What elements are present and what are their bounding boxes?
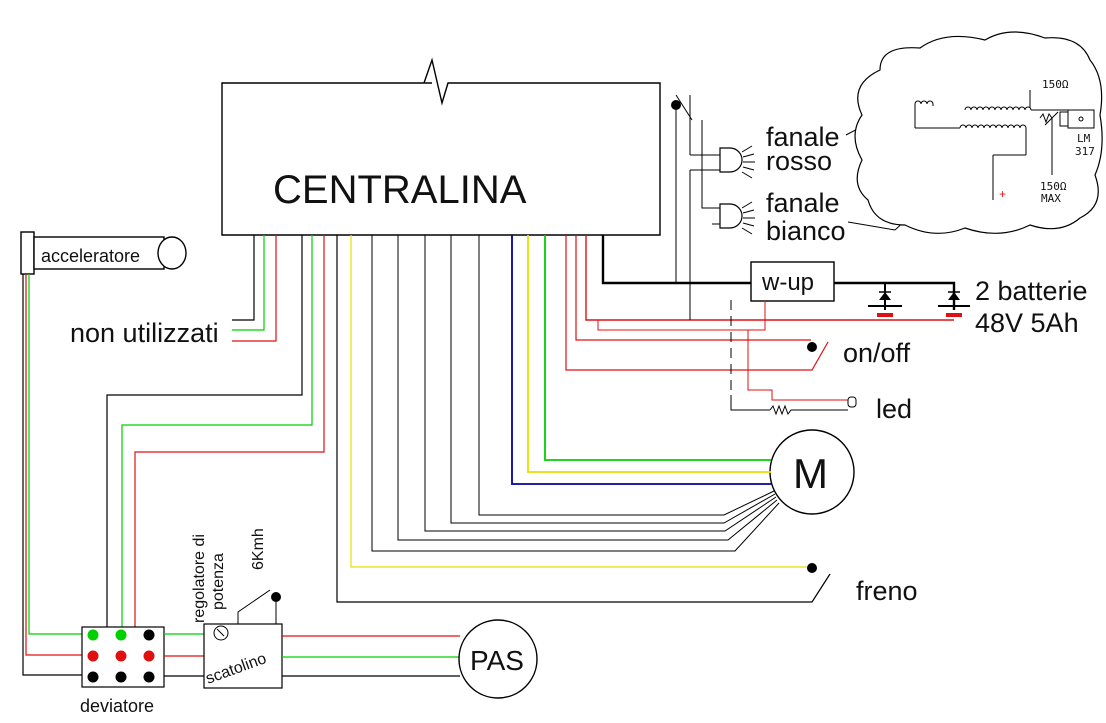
res-150-label: 150Ω: [1042, 78, 1069, 91]
pas-sensor: [458, 619, 538, 699]
centralina-box: [221, 57, 661, 236]
battery-2: [938, 291, 970, 317]
pas-label: PAS: [470, 645, 524, 676]
deviatore-contacts: [87, 629, 155, 683]
res-150-max-label-1: 150Ω: [1040, 180, 1067, 193]
batterie-voltage-label: 48V 5Ah: [975, 308, 1079, 338]
fanale-rosso-label-1: fanale: [766, 122, 840, 152]
motor-label: M: [793, 450, 828, 497]
freno-label: freno: [856, 576, 918, 606]
fanale-bianco-label-1: fanale: [766, 188, 840, 218]
fanale-bianco-lamp: [719, 201, 755, 235]
acceleratore-label: acceleratore: [41, 246, 140, 266]
wup-box: [750, 261, 835, 302]
led-label: led: [876, 394, 912, 424]
regolatore-label-1: regolatore di: [191, 534, 208, 623]
plus-sign: +: [999, 187, 1006, 201]
lm-label-2: 317: [1075, 145, 1095, 158]
kmh-label: 6Kmh: [250, 528, 267, 570]
non-utilizzati-label: non utilizzati: [70, 318, 219, 348]
fanale-rosso-lamp: [719, 145, 755, 179]
res-150-max-label-2: MAX: [1041, 192, 1061, 205]
wup-label: w-up: [761, 269, 814, 296]
fanale-bianco-label-2: bianco: [766, 216, 846, 246]
lm-label-1: LM: [1077, 132, 1091, 145]
batterie-label: 2 batterie: [975, 276, 1088, 306]
battery-1: [868, 291, 902, 317]
light-circuit: [914, 90, 1095, 200]
deviatore-label: deviatore: [80, 696, 154, 716]
regolatore-label-2: potenza: [210, 553, 227, 610]
acceleratore: acceleratore: [20, 231, 187, 275]
fanale-rosso-label-2: rosso: [766, 146, 832, 176]
light-circuit-cloud: [854, 31, 1103, 234]
onoff-label: on/off: [843, 338, 911, 368]
centralina-label: CENTRALINA: [273, 168, 527, 212]
